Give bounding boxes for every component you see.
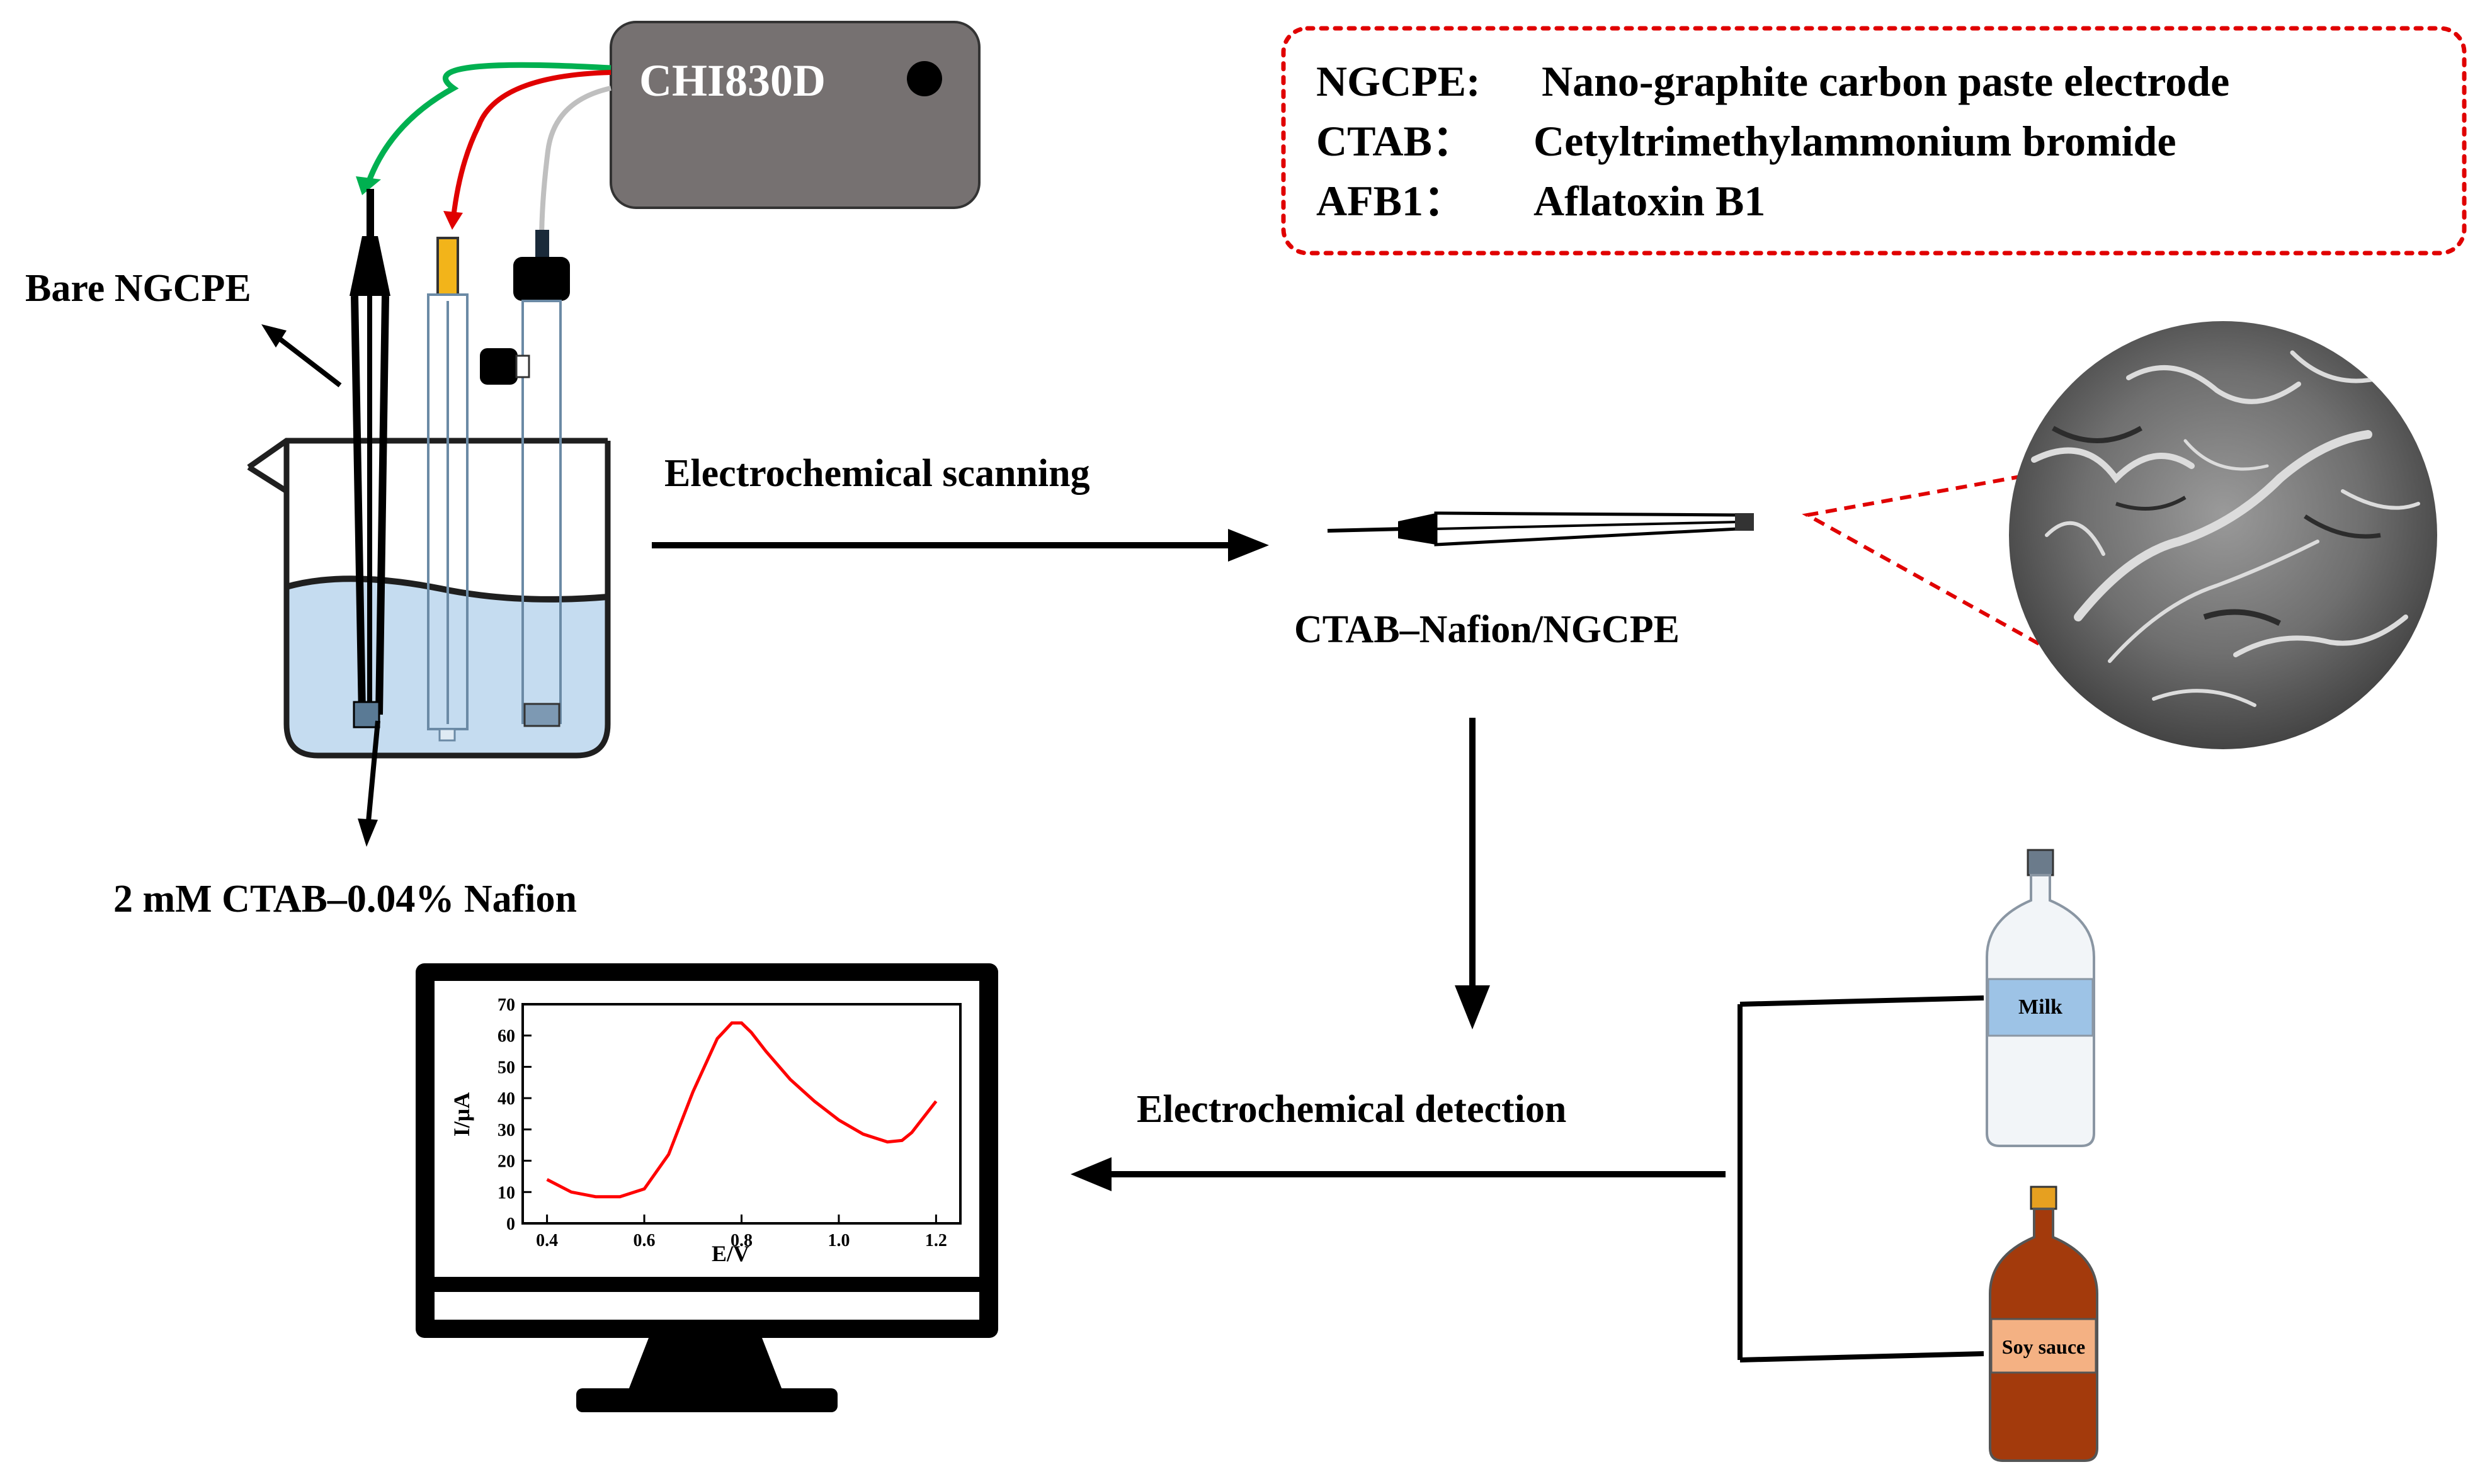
y-tick-label: 40 bbox=[498, 1089, 515, 1109]
y-tick-label: 50 bbox=[498, 1058, 515, 1077]
legend-border bbox=[1281, 26, 2467, 256]
y-tick-label: 70 bbox=[498, 995, 515, 1015]
legend-full-2: Cetyltrimethylammonium bromide bbox=[1533, 117, 2176, 165]
milk-label: Milk bbox=[2018, 995, 2062, 1019]
soy-label-band bbox=[1990, 1318, 2097, 1374]
abbreviation-legend: NGCPE: Nano-graphite carbon paste electr… bbox=[1281, 26, 2467, 256]
down-arrow-icon bbox=[1455, 985, 1490, 1029]
bare-pointer-line bbox=[275, 334, 342, 388]
x-tick-label: 1.0 bbox=[828, 1231, 850, 1250]
y-tick-label: 10 bbox=[498, 1183, 515, 1203]
sem-image bbox=[2009, 321, 2437, 749]
solution-pointer-line bbox=[366, 720, 380, 822]
legend-abbr-1: NGCPE: bbox=[1316, 57, 1481, 105]
computer-monitor bbox=[416, 963, 998, 1412]
milk-bottle: Milk bbox=[1986, 849, 2095, 1147]
x-tick-label: 0.6 bbox=[634, 1231, 656, 1250]
y-tick-label: 0 bbox=[506, 1215, 515, 1234]
x-tick-label: 0.8 bbox=[731, 1231, 753, 1250]
liquid-surface bbox=[285, 575, 608, 603]
green-wire bbox=[365, 62, 611, 184]
instrument-body bbox=[610, 21, 981, 209]
chart-ylabel: I/μA bbox=[449, 1092, 474, 1136]
legend-abbr-2: CTAB： bbox=[1316, 117, 1475, 165]
legend-abbr-3: AFB1： bbox=[1316, 177, 1466, 225]
green-wire-arrow-icon bbox=[356, 176, 381, 195]
bare-electrode-label: Bare NGCPE bbox=[25, 267, 251, 310]
working-electrode bbox=[350, 189, 390, 728]
counter-electrode bbox=[480, 230, 570, 727]
chart-series-line bbox=[546, 1021, 938, 1199]
zoom-indicator-lines bbox=[1802, 461, 2111, 685]
soy-sauce-bottle: Soy sauce bbox=[1989, 1186, 2098, 1462]
x-tick-label: 1.2 bbox=[925, 1231, 947, 1250]
bare-pointer-arrow-icon bbox=[261, 324, 287, 348]
x-tick-label: 0.4 bbox=[536, 1231, 558, 1250]
chart-xlabel: E/V bbox=[712, 1241, 749, 1266]
red-wire bbox=[451, 70, 611, 218]
detection-step-label: Electrochemical detection bbox=[1137, 1088, 1566, 1131]
scanning-arrow-icon bbox=[1228, 529, 1269, 562]
y-tick-label: 30 bbox=[498, 1121, 515, 1140]
milk-label-band bbox=[1987, 978, 2094, 1037]
beaker-wall bbox=[283, 441, 611, 759]
potentiostat-instrument: CHI830D bbox=[610, 21, 981, 209]
solution-label: 2 mM CTAB–0.04% Nafion bbox=[113, 878, 577, 920]
reference-electrode bbox=[427, 237, 469, 742]
y-tick-label: 20 bbox=[498, 1152, 515, 1172]
electrochemical-cell bbox=[247, 189, 611, 759]
y-tick-label: 60 bbox=[498, 1027, 515, 1046]
dpv-chart: 0.4 0.6 0.8 1.0 1.2 0 10 20 30 40 50 60 70 E/V I/μA bbox=[449, 995, 962, 1266]
scanning-step-label: Electrochemical scanning bbox=[664, 452, 1090, 495]
power-indicator-icon bbox=[907, 61, 942, 96]
modified-electrode-label: CTAB–Nafion/NGCPE bbox=[1294, 608, 1680, 651]
instrument-label: CHI830D bbox=[639, 55, 826, 106]
sample-branch bbox=[1738, 995, 1984, 1362]
red-wire-arrow-icon bbox=[443, 211, 463, 230]
soy-sauce-label: Soy sauce bbox=[2002, 1335, 2085, 1358]
modified-electrode-icon bbox=[1327, 511, 1754, 547]
detection-arrow-icon bbox=[1071, 1157, 1112, 1191]
legend-full-1: Nano-graphite carbon paste electrode bbox=[1542, 57, 2229, 105]
chart-ticks: 0.4 0.6 0.8 1.0 1.2 0 10 20 30 40 50 60 70 bbox=[498, 995, 947, 1250]
gray-wire bbox=[539, 86, 611, 243]
solution-pointer-arrow-icon bbox=[358, 818, 378, 847]
legend-full-3: Aflatoxin B1 bbox=[1533, 177, 1765, 225]
beaker-spout bbox=[247, 438, 608, 470]
